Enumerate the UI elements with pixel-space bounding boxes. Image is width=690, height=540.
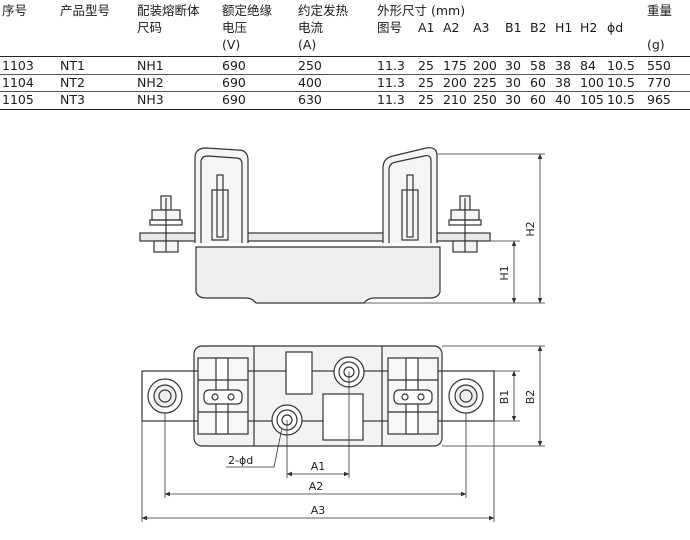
technical-drawings: H1 H2 [139, 147, 545, 522]
cell-voltage: 690 [222, 58, 246, 73]
cell-weight: 550 [647, 58, 671, 73]
dim-b1-label: B1 [498, 390, 511, 405]
cell-h2: 100 [580, 75, 604, 90]
side-view [139, 147, 545, 304]
col-header-weight: 重量 [647, 3, 673, 18]
col-header-b1: B1 [505, 20, 522, 35]
cell-voltage: 690 [222, 92, 246, 107]
base-body [195, 246, 441, 304]
row-divider [0, 74, 690, 75]
cell-a3: 250 [473, 92, 497, 107]
col-header-h2: H2 [580, 20, 598, 35]
cell-b2: 60 [530, 92, 546, 107]
col-header-voltage-unit: (V) [222, 37, 241, 52]
col-header-current: 约定发热 [298, 3, 349, 18]
dim-b2-label: B2 [524, 390, 537, 405]
col-header-a1: A1 [418, 20, 435, 35]
cell-d: 10.5 [607, 92, 635, 107]
top-dimension-lines [141, 345, 545, 522]
cell-b1: 30 [505, 58, 521, 73]
top-view [141, 345, 545, 522]
left-terminal [147, 378, 183, 414]
cell-b1: 30 [505, 75, 521, 90]
cell-d: 10.5 [607, 58, 635, 73]
col-header-voltage: 额定绝缘 [222, 3, 273, 18]
cell-fig: 11.3 [377, 58, 405, 73]
col-header-a2: A2 [443, 20, 460, 35]
cell-a2: 200 [443, 75, 467, 90]
col-header-dims: 外形尺寸 (mm) [377, 3, 466, 18]
cell-h1: 38 [555, 75, 571, 90]
dim-a2-label: A2 [309, 480, 324, 493]
cell-fig: 11.3 [377, 75, 405, 90]
col-header-h1: H1 [555, 20, 573, 35]
cell-a2: 210 [443, 92, 467, 107]
cell-a1: 25 [418, 92, 434, 107]
cell-a1: 25 [418, 75, 434, 90]
contact-bar [139, 232, 491, 242]
cell-weight: 770 [647, 75, 671, 90]
right-terminal [448, 378, 484, 414]
cell-model: NT2 [60, 75, 85, 90]
cell-h1: 40 [555, 92, 571, 107]
right-clip-top [387, 357, 439, 435]
col-header-d: ϕd [607, 20, 624, 35]
cell-voltage: 690 [222, 75, 246, 90]
dim-a1-label: A1 [311, 460, 326, 473]
contact-bar-top [141, 370, 495, 422]
right-clip [382, 147, 438, 243]
cell-a2: 175 [443, 58, 467, 73]
cell-h2: 84 [580, 58, 596, 73]
cell-fig: 11.3 [377, 92, 405, 107]
col-header-voltage-2: 电压 [222, 20, 248, 35]
cell-a1: 25 [418, 58, 434, 73]
cell-d: 10.5 [607, 75, 635, 90]
cell-seq: 1103 [2, 58, 34, 73]
label-window [285, 351, 313, 395]
cell-weight: 965 [647, 92, 671, 107]
cell-b2: 60 [530, 75, 546, 90]
spec-table: 序号 产品型号 配装熔断体 尺码 额定绝缘 电压 (V) 约定发热 电流 (A)… [0, 0, 690, 110]
left-bolt [149, 195, 183, 253]
col-header-weight-unit: (g) [647, 37, 665, 52]
cell-fuse: NH3 [137, 92, 164, 107]
dim-h1-label: H1 [498, 265, 511, 280]
col-header-a3: A3 [473, 20, 490, 35]
cell-current: 250 [298, 58, 322, 73]
left-clip [194, 147, 249, 243]
table-bottom-rule [0, 109, 690, 110]
cell-a3: 225 [473, 75, 497, 90]
dim-h2-label: H2 [524, 221, 537, 236]
cell-fuse: NH2 [137, 75, 164, 90]
hole-diameter-label: 2-ϕd [228, 454, 253, 467]
col-header-current-2: 电流 [298, 20, 324, 35]
col-header-fig: 图号 [377, 20, 403, 35]
col-header-b2: B2 [530, 20, 547, 35]
table-header-rule [0, 56, 690, 57]
cell-h2: 105 [580, 92, 604, 107]
cell-h1: 38 [555, 58, 571, 73]
right-bolt [448, 195, 482, 253]
cell-fuse: NH1 [137, 58, 164, 73]
dim-a3-label: A3 [311, 504, 326, 517]
cell-b2: 58 [530, 58, 546, 73]
col-header-fuse: 配装熔断体 [137, 3, 200, 18]
contact-window [322, 393, 364, 441]
cell-model: NT3 [60, 92, 85, 107]
cell-b1: 30 [505, 92, 521, 107]
cell-seq: 1105 [2, 92, 34, 107]
left-clip-top [197, 357, 249, 435]
col-header-seq: 序号 [2, 3, 28, 18]
cell-current: 630 [298, 92, 322, 107]
cell-model: NT1 [60, 58, 85, 73]
col-header-fuse-2: 尺码 [137, 20, 163, 35]
side-dimension-lines [364, 153, 545, 304]
cell-seq: 1104 [2, 75, 34, 90]
cell-a3: 200 [473, 58, 497, 73]
col-header-model: 产品型号 [60, 3, 111, 18]
col-header-current-unit: (A) [298, 37, 317, 52]
cell-current: 400 [298, 75, 322, 90]
row-divider [0, 91, 690, 92]
